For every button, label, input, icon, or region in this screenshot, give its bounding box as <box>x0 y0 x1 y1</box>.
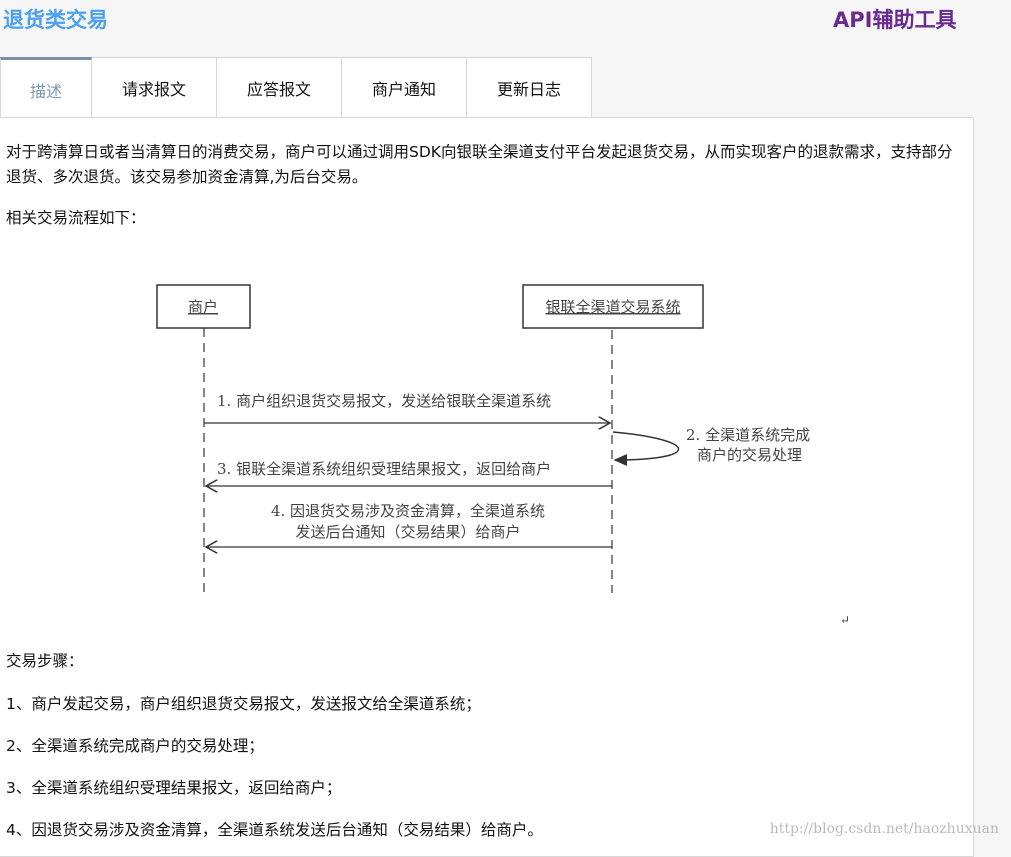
actor-box-unionpay <box>522 284 704 329</box>
tab-merchant-notify[interactable]: 商户通知 <box>342 57 467 118</box>
api-tool-link[interactable]: API辅助工具 <box>833 8 957 32</box>
tab-changelog[interactable]: 更新日志 <box>467 57 592 118</box>
steps-heading: 交易步骤： <box>6 652 84 670</box>
step-item: 1、商户发起交易，商户组织退货交易报文，发送报文给全渠道系统； <box>6 695 481 713</box>
flow-heading: 相关交易流程如下： <box>6 209 146 227</box>
msg3-label: 3. 银联全渠道系统组织受理结果报文，返回给商户 <box>217 460 551 478</box>
sequence-diagram: 商户 银联全渠道交易系统 1. 商户组织退货交易报文，发送给银联全渠道系统 2.… <box>156 284 850 627</box>
step-item: 4、因退货交易涉及资金清算，全渠道系统发送后台通知（交易结果）给商户。 <box>6 821 543 839</box>
step-item: 2、全渠道系统完成商户的交易处理； <box>6 737 264 755</box>
return-mark: ↵ <box>840 613 850 627</box>
msg4-label-2: 发送后台通知（交易结果）给商户 <box>295 523 520 541</box>
content-panel: 对于跨清算日或者当清算日的消费交易，商户可以通过调用SDK向银联全渠道支付平台发… <box>0 117 974 857</box>
watermark: http://blog.csdn.net/haozhuxuan <box>769 821 999 837</box>
actor-box-merchant <box>156 284 251 329</box>
msg2-label-1: 2. 全渠道系统完成 <box>686 426 810 444</box>
page-title: 退货类交易 <box>3 8 108 32</box>
actor-merchant-label: 商户 <box>188 298 218 316</box>
msg2-label-2: 商户的交易处理 <box>697 446 802 464</box>
msg1-label: 1. 商户组织退货交易报文，发送给银联全渠道系统 <box>217 392 551 410</box>
step-item: 3、全渠道系统组织受理结果报文，返回给商户； <box>6 779 342 797</box>
actor-unionpay-label: 银联全渠道交易系统 <box>545 298 680 316</box>
tab-description[interactable]: 描述 <box>0 57 92 118</box>
tab-response[interactable]: 应答报文 <box>217 57 342 118</box>
tab-request[interactable]: 请求报文 <box>92 57 217 118</box>
tab-bar: 描述 请求报文 应答报文 商户通知 更新日志 <box>0 57 592 118</box>
msg2-self-arrow <box>612 431 680 466</box>
msg4-label-1: 4. 因退货交易涉及资金清算，全渠道系统 <box>271 502 545 520</box>
intro-text: 对于跨清算日或者当清算日的消费交易，商户可以通过调用SDK向银联全渠道支付平台发… <box>6 143 953 186</box>
